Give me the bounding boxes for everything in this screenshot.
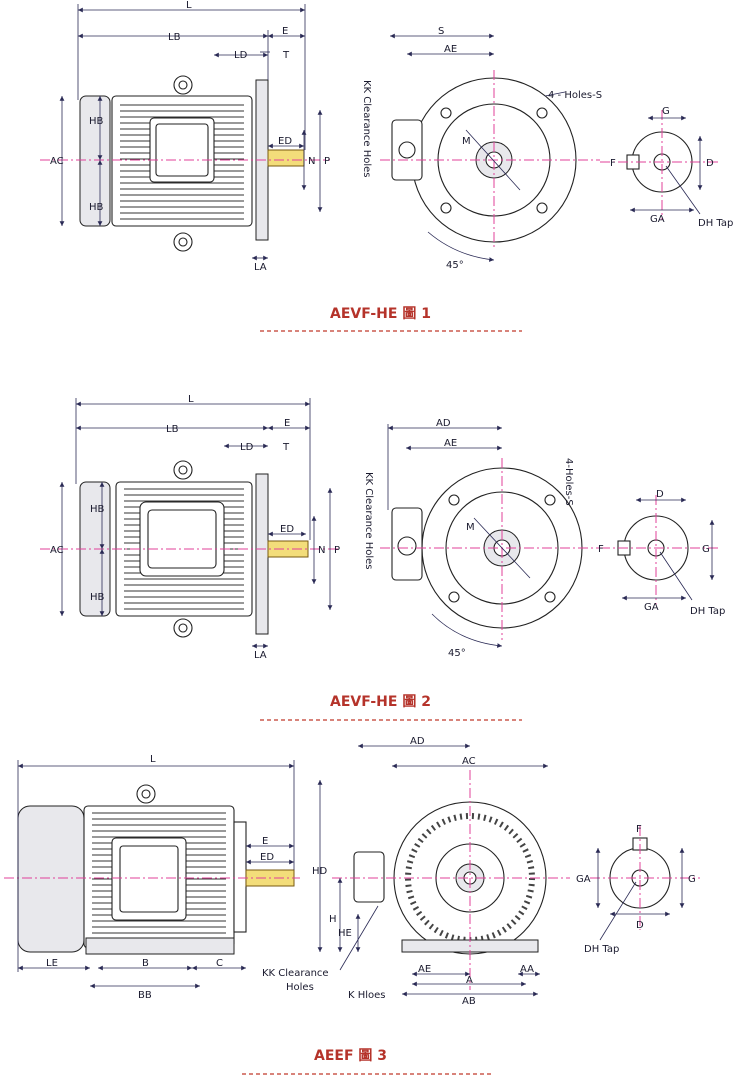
fig3-label-KK1: KK Clearance bbox=[262, 968, 329, 979]
fig1-caption: AEVF-HE 圖 1 bbox=[330, 305, 431, 322]
fig2-label-GA: GA bbox=[644, 602, 659, 613]
fig1-shaft-end-view bbox=[600, 110, 720, 220]
fig1-label-AE: AE bbox=[444, 44, 457, 55]
figure-2: L LB E LD T HB HB AC ED N P LA AD bbox=[40, 394, 725, 721]
fig2-label-AC: AC bbox=[50, 545, 64, 556]
fig3-label-B: B bbox=[142, 958, 149, 969]
fig2-label-AD: AD bbox=[436, 418, 451, 429]
fig1-label-N: N bbox=[308, 156, 315, 167]
fig1-side-view bbox=[40, 4, 330, 261]
fig2-side-view bbox=[40, 398, 340, 649]
fig2-label-HB-top: HB bbox=[90, 504, 105, 515]
fig3-label-E: E bbox=[262, 836, 268, 847]
fig1-label-HB-top: HB bbox=[89, 116, 104, 127]
fig3-label-AA: AA bbox=[520, 964, 534, 975]
fig2-shaft-end-view bbox=[600, 495, 720, 605]
fig2-label-angle: 45° bbox=[448, 648, 466, 659]
fig3-label-AD: AD bbox=[410, 736, 425, 747]
fig1-label-ED: ED bbox=[278, 136, 292, 147]
fig1-label-LA: LA bbox=[254, 262, 267, 273]
fig1-front-view bbox=[380, 33, 600, 262]
fig2-label-T: T bbox=[282, 442, 290, 453]
fig3-label-C: C bbox=[216, 958, 223, 969]
fig2-label-AE: AE bbox=[444, 438, 457, 449]
fig1-label-G: G bbox=[662, 106, 670, 117]
fig1-label-LB: LB bbox=[168, 32, 181, 43]
fig1-label-D: D bbox=[706, 158, 714, 169]
fig2-caption: AEVF-HE 圖 2 bbox=[330, 693, 431, 710]
fig1-label-LD: LD bbox=[234, 50, 248, 61]
fig1-label-F: F bbox=[610, 158, 616, 169]
fig1-label-AC: AC bbox=[50, 156, 64, 167]
fig2-label-LA: LA bbox=[254, 650, 267, 661]
fig3-label-D: D bbox=[636, 920, 644, 931]
fig3-front-view bbox=[317, 743, 570, 997]
fig3-label-H: H bbox=[329, 914, 337, 925]
fig1-label-T: T bbox=[282, 50, 290, 61]
fig2-label-HB-bot: HB bbox=[90, 592, 105, 603]
fig2-label-ED: ED bbox=[280, 524, 294, 535]
fig2-label-L: L bbox=[188, 394, 194, 405]
fig3-shaft-end-view bbox=[590, 826, 700, 941]
figure-3: L E ED LE B C BB AD AC bbox=[4, 736, 700, 1075]
fig1-label-DH: DH Tap bbox=[698, 218, 733, 229]
fig3-side-view bbox=[4, 760, 300, 989]
fig3-label-ED: ED bbox=[260, 852, 274, 863]
fig3-label-LE: LE bbox=[46, 958, 58, 969]
fig1-label-L: L bbox=[186, 0, 192, 11]
fig3-label-KK2: Holes bbox=[286, 982, 314, 993]
fig2-label-E: E bbox=[284, 418, 290, 429]
figure-1: L LB E LD T HB HB AC ED N P LA bbox=[40, 0, 733, 332]
fig1-label-M: M bbox=[462, 136, 471, 147]
fig1-label-P: P bbox=[324, 156, 330, 167]
fig1-label-KK: KK Clearance Holes bbox=[361, 80, 372, 178]
fig1-label-S-dim: S bbox=[438, 26, 444, 37]
fig3-label-HE: HE bbox=[338, 928, 352, 939]
fig3-label-AC: AC bbox=[462, 756, 476, 767]
fig2-label-holes: 4-Holes-S bbox=[563, 458, 574, 506]
fig2-label-G: G bbox=[702, 544, 710, 555]
fig3-label-AE: AE bbox=[418, 964, 431, 975]
fig2-label-DH: DH Tap bbox=[690, 606, 725, 617]
fig3-label-DH: DH Tap bbox=[584, 944, 619, 955]
fig2-label-LB: LB bbox=[166, 424, 179, 435]
fig2-label-KK: KK Clearance Holes bbox=[363, 472, 374, 570]
fig2-label-N: N bbox=[318, 545, 325, 556]
fig3-label-A: A bbox=[466, 975, 473, 986]
fig1-label-angle: 45° bbox=[446, 260, 464, 271]
fig1-label-E: E bbox=[282, 26, 288, 37]
fig3-label-L: L bbox=[150, 754, 156, 765]
fig3-label-HD: HD bbox=[312, 866, 328, 877]
fig1-label-HB-bot: HB bbox=[89, 202, 104, 213]
fig1-label-holes: 4 - Holes-S bbox=[548, 90, 602, 101]
fig3-label-F: F bbox=[636, 824, 642, 835]
fig3-label-BB: BB bbox=[138, 990, 152, 1001]
fig2-front-view bbox=[380, 424, 600, 648]
fig1-label-GA: GA bbox=[650, 214, 665, 225]
fig2-label-M: M bbox=[466, 522, 475, 533]
fig2-label-D: D bbox=[656, 489, 664, 500]
fig2-label-F: F bbox=[598, 544, 604, 555]
fig3-label-G: G bbox=[688, 874, 696, 885]
fig2-label-P: P bbox=[334, 545, 340, 556]
fig3-label-GA: GA bbox=[576, 874, 591, 885]
fig3-label-K: K Hloes bbox=[348, 990, 386, 1001]
fig3-label-AB: AB bbox=[462, 996, 476, 1007]
fig2-label-LD: LD bbox=[240, 442, 254, 453]
fig3-caption: AEEF 圖 3 bbox=[314, 1047, 387, 1064]
